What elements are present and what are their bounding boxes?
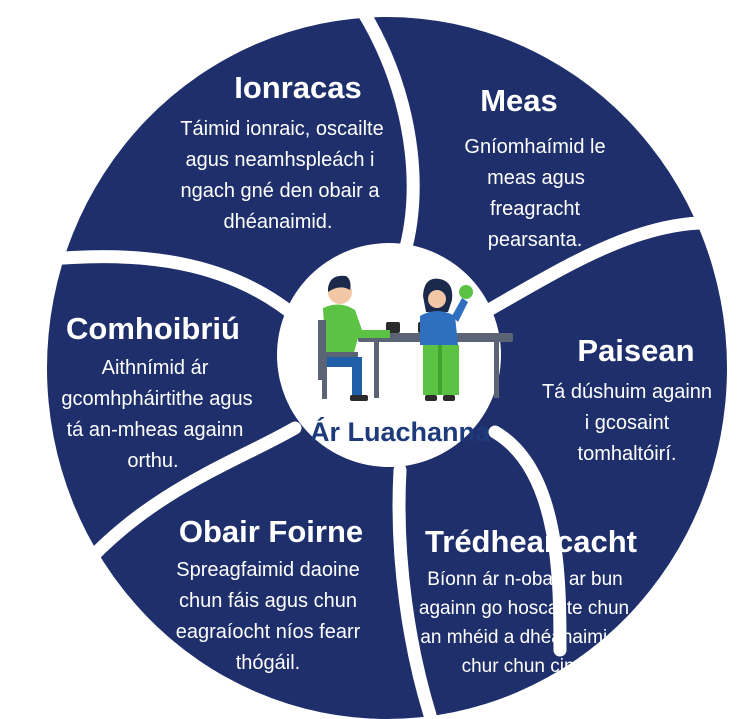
segment-meas-line: meas agus [487, 167, 585, 189]
segment-comhoibriu-line: Aithnímid ár [102, 357, 209, 379]
segment-meas-line: Gníomhaímid le [464, 136, 605, 158]
segment-obair-foirne-line: Spreagfaimid daoine [176, 559, 359, 581]
divider-meas-paisean [473, 216, 742, 322]
segment-ionracas-title: Ionracas [234, 70, 362, 105]
segment-comhoibriu: Comhoibriú Aithnímid ár gcomhpháirtithe … [61, 311, 252, 472]
divider-comhoibriu-ionracas [33, 250, 307, 327]
segment-dividers [33, 3, 742, 719]
segment-paisean-title: Paisean [577, 333, 694, 368]
segment-tredhearcacht-title: Trédhearcacht [425, 524, 637, 559]
segment-meas-line: pearsanta. [488, 229, 583, 251]
segment-ionracas: Ionracas Táimid ionraic, oscailte agus n… [180, 70, 383, 233]
segment-tredhearcacht-line: Bíonn ár n-obair ar bun [427, 569, 622, 590]
segment-tredhearcacht: Trédhearcacht Bíonn ár n-obair ar bun ag… [419, 524, 637, 677]
people-at-table-icon [318, 275, 513, 401]
segment-comhoibriu-line: gcomhpháirtithe agus [61, 388, 252, 410]
segment-obair-foirne-line: eagraíocht níos fearr [176, 621, 361, 643]
divider-obair-comhoibriu [73, 421, 302, 577]
segment-comhoibriu-title: Comhoibriú [66, 311, 240, 346]
segment-obair-foirne-line: chun fáis agus chun [179, 590, 357, 612]
segment-ionracas-line: ngach gné den obair a [180, 180, 380, 202]
segment-paisean-line: Tá dúshuim againn [542, 381, 712, 403]
segment-meas-title: Meas [480, 83, 558, 118]
divider-tredhearcacht-obair [392, 463, 437, 719]
segment-meas-line: freagracht [490, 198, 580, 220]
segment-comhoibriu-line: tá an-mheas againn [67, 419, 244, 441]
center-label: Ár Luachanna [310, 416, 491, 447]
segment-obair-foirne-title: Obair Foirne [179, 514, 363, 549]
segment-paisean-line: tomhaltóirí. [578, 443, 677, 465]
segment-ionracas-line: agus neamhspleách i [185, 149, 374, 171]
segment-ionracas-line: Táimid ionraic, oscailte [180, 118, 383, 140]
segment-tredhearcacht-line: againn go hoscailte chun [419, 598, 629, 619]
segment-meas: Meas Gníomhaímid le meas agus freagracht… [464, 83, 605, 251]
segment-tredhearcacht-line: chur chun cinn. [462, 656, 591, 677]
segment-comhoibriu-line: orthu. [127, 450, 178, 472]
segment-obair-foirne-line: thógáil. [236, 652, 301, 674]
segment-ionracas-line: dhéanaimid. [224, 211, 333, 233]
segment-tredhearcacht-line: an mhéid a dhéanaimid a [420, 627, 634, 648]
segment-obair-foirne: Obair Foirne Spreagfaimid daoine chun fá… [176, 514, 363, 674]
segment-paisean-line: i gcosaint [585, 412, 670, 434]
divider-paisean-tredhearcacht [488, 425, 567, 657]
segment-paisean: Paisean Tá dúshuim againn i gcosaint tom… [542, 333, 712, 465]
